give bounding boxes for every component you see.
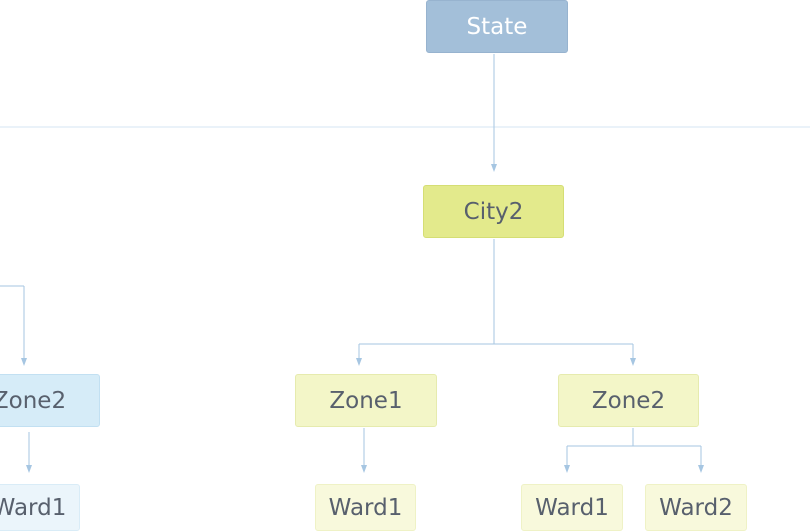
node-city2[interactable]: City2	[423, 185, 564, 238]
node-left-ward1[interactable]: Ward1	[0, 484, 80, 531]
node-left-zone2[interactable]: Zone2	[0, 374, 100, 427]
node-state[interactable]: State	[426, 0, 568, 53]
node-zone2-ward1[interactable]: Ward1	[521, 484, 623, 531]
node-zone1-ward1[interactable]: Ward1	[315, 484, 416, 531]
node-city2-zone1[interactable]: Zone1	[295, 374, 437, 427]
node-zone2-ward2[interactable]: Ward2	[645, 484, 747, 531]
node-city2-zone2[interactable]: Zone2	[558, 374, 699, 427]
